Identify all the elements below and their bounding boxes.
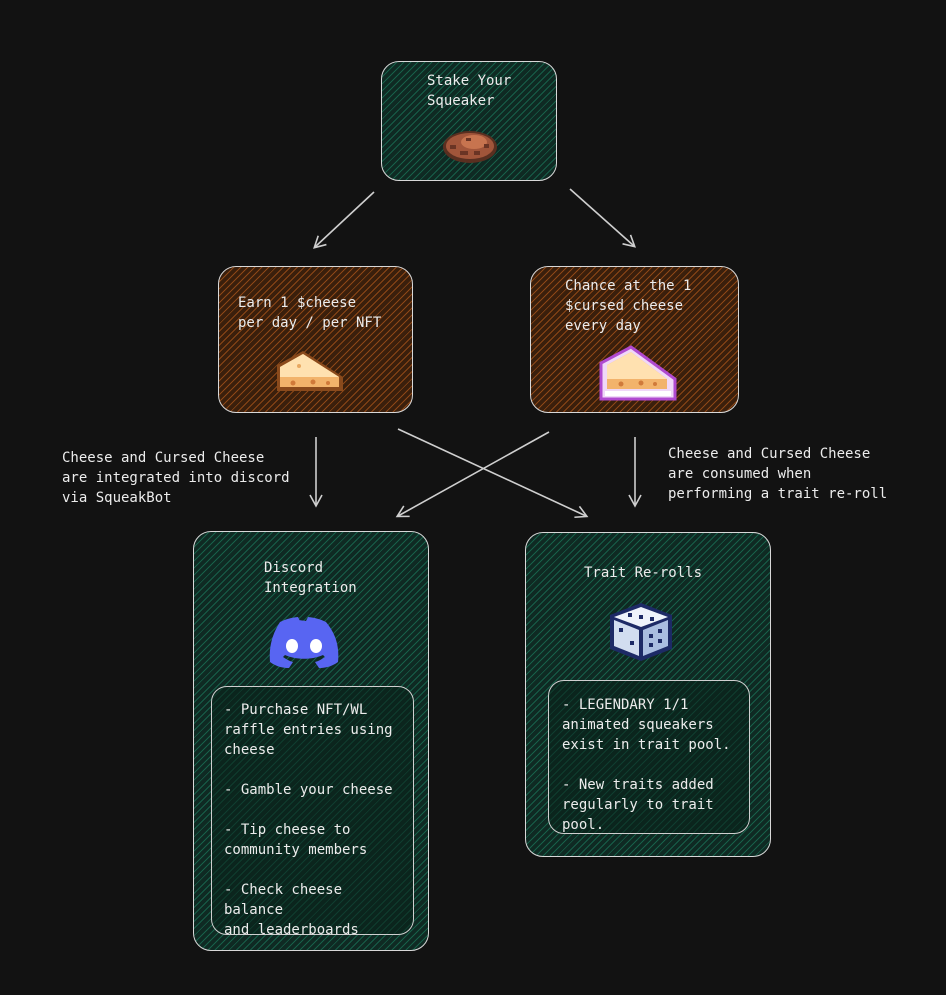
discord-node: Discord Integration - Purchase NFT/WL ra…: [193, 531, 429, 951]
cursed-cheese-icon: [599, 345, 677, 401]
discord-feature-1: - Purchase NFT/WL raffle entries using c…: [224, 702, 393, 758]
discord-features-box: - Purchase NFT/WL raffle entries using c…: [211, 686, 414, 938]
stake-node: Stake Your Squeaker: [381, 61, 557, 181]
discord-icon: [269, 617, 339, 668]
earn-label: Earn 1 $cheese per day / per NFT: [238, 295, 382, 331]
reroll-features-box: - LEGENDARY 1/1 animated squeakers exist…: [548, 680, 750, 834]
discord-feature-4: - Check cheese balance and leaderboards: [224, 882, 359, 938]
chance-label: Chance at the 1 $cursed cheese every day: [565, 278, 692, 334]
dice-icon: [610, 603, 672, 661]
arrow-stake-to-earn: [313, 191, 375, 249]
reroll-node: Trait Re-rolls - LEGENDARY 1/1 animated …: [525, 532, 771, 857]
annotation-left: Cheese and Cursed Cheese are integrated …: [62, 450, 290, 506]
discord-feature-3: - Tip cheese to community members: [224, 822, 368, 858]
squeaker-icon: [443, 131, 497, 163]
annotation-right: Cheese and Cursed Cheese are consumed wh…: [668, 446, 888, 502]
arrow-earn-to-reroll: [397, 428, 589, 519]
arrow-stake-to-chance: [569, 188, 636, 248]
arrow-chance-to-discord: [395, 431, 550, 518]
reroll-feature-2: - New traits added regularly to trait po…: [562, 777, 714, 833]
stake-label: Stake Your Squeaker: [427, 73, 512, 109]
earn-node: Earn 1 $cheese per day / per NFT: [218, 266, 413, 413]
cheese-icon: [277, 351, 343, 391]
chance-node: Chance at the 1 $cursed cheese every day: [530, 266, 739, 413]
discord-label: Discord Integration: [264, 560, 357, 596]
reroll-label: Trait Re-rolls: [584, 565, 703, 581]
discord-feature-2: - Gamble your cheese: [224, 782, 393, 798]
reroll-feature-1: - LEGENDARY 1/1 animated squeakers exist…: [562, 697, 731, 753]
